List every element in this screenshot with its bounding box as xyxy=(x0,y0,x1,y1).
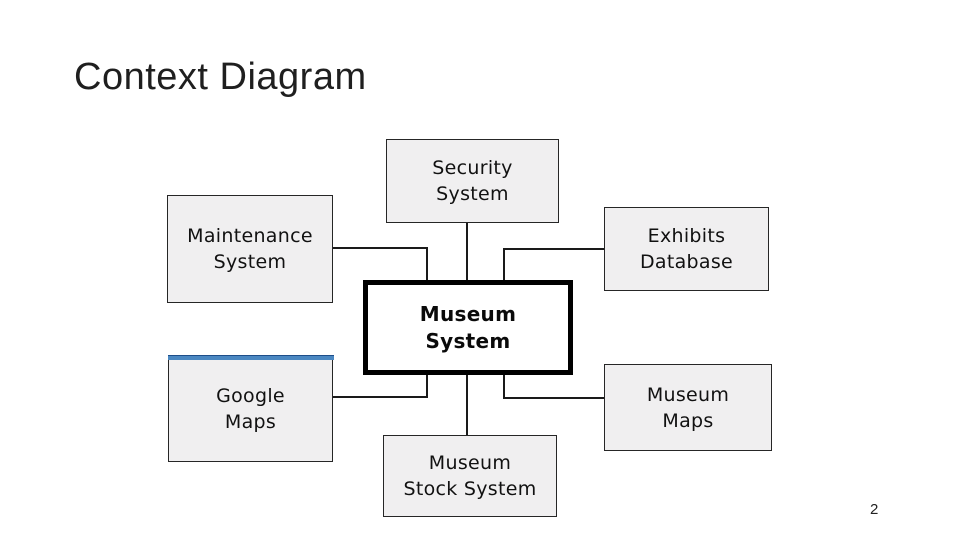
node-google-maps: Google Maps xyxy=(167,354,334,462)
connector-googlemaps-to-museum-horizontal xyxy=(333,396,428,398)
connector-museummaps-to-museum-horizontal xyxy=(504,397,604,399)
node-label-museum-maps: Museum Maps xyxy=(646,383,730,432)
node-label-maintenance-system: Maintenance System xyxy=(187,225,313,273)
connector-googlemaps-to-museum-vertical xyxy=(426,375,428,398)
node-exhibits-database: Exhibits Database xyxy=(604,207,769,291)
node-label-google-maps: Google Maps xyxy=(216,384,285,433)
slide-title: Context Diagram xyxy=(74,56,367,98)
connector-security-to-museum xyxy=(466,223,468,281)
node-museum-maps: Museum Maps xyxy=(604,364,772,451)
connector-maintenance-to-museum-vertical xyxy=(426,247,428,280)
connector-exhibits-to-museum-vertical xyxy=(503,248,505,280)
node-label-museum-system: Museum System xyxy=(419,301,517,353)
node-label-security-system: Security System xyxy=(432,157,513,205)
node-maintenance-system: Maintenance System xyxy=(167,195,333,303)
connector-museummaps-to-museum-vertical xyxy=(503,375,505,399)
node-label-museum-stock-system: Museum Stock System xyxy=(403,452,537,500)
node-museum-system-center: Museum System xyxy=(363,280,573,375)
connector-maintenance-to-museum-horizontal xyxy=(333,247,427,249)
connector-exhibits-to-museum-horizontal xyxy=(504,248,604,250)
google-maps-accent-bar xyxy=(167,354,334,360)
node-label-exhibits-database: Exhibits Database xyxy=(639,225,734,273)
node-museum-stock-system: Museum Stock System xyxy=(383,435,557,517)
page-number: 2 xyxy=(870,501,879,518)
connector-stock-to-museum xyxy=(466,375,468,435)
node-security-system: Security System xyxy=(386,139,559,223)
